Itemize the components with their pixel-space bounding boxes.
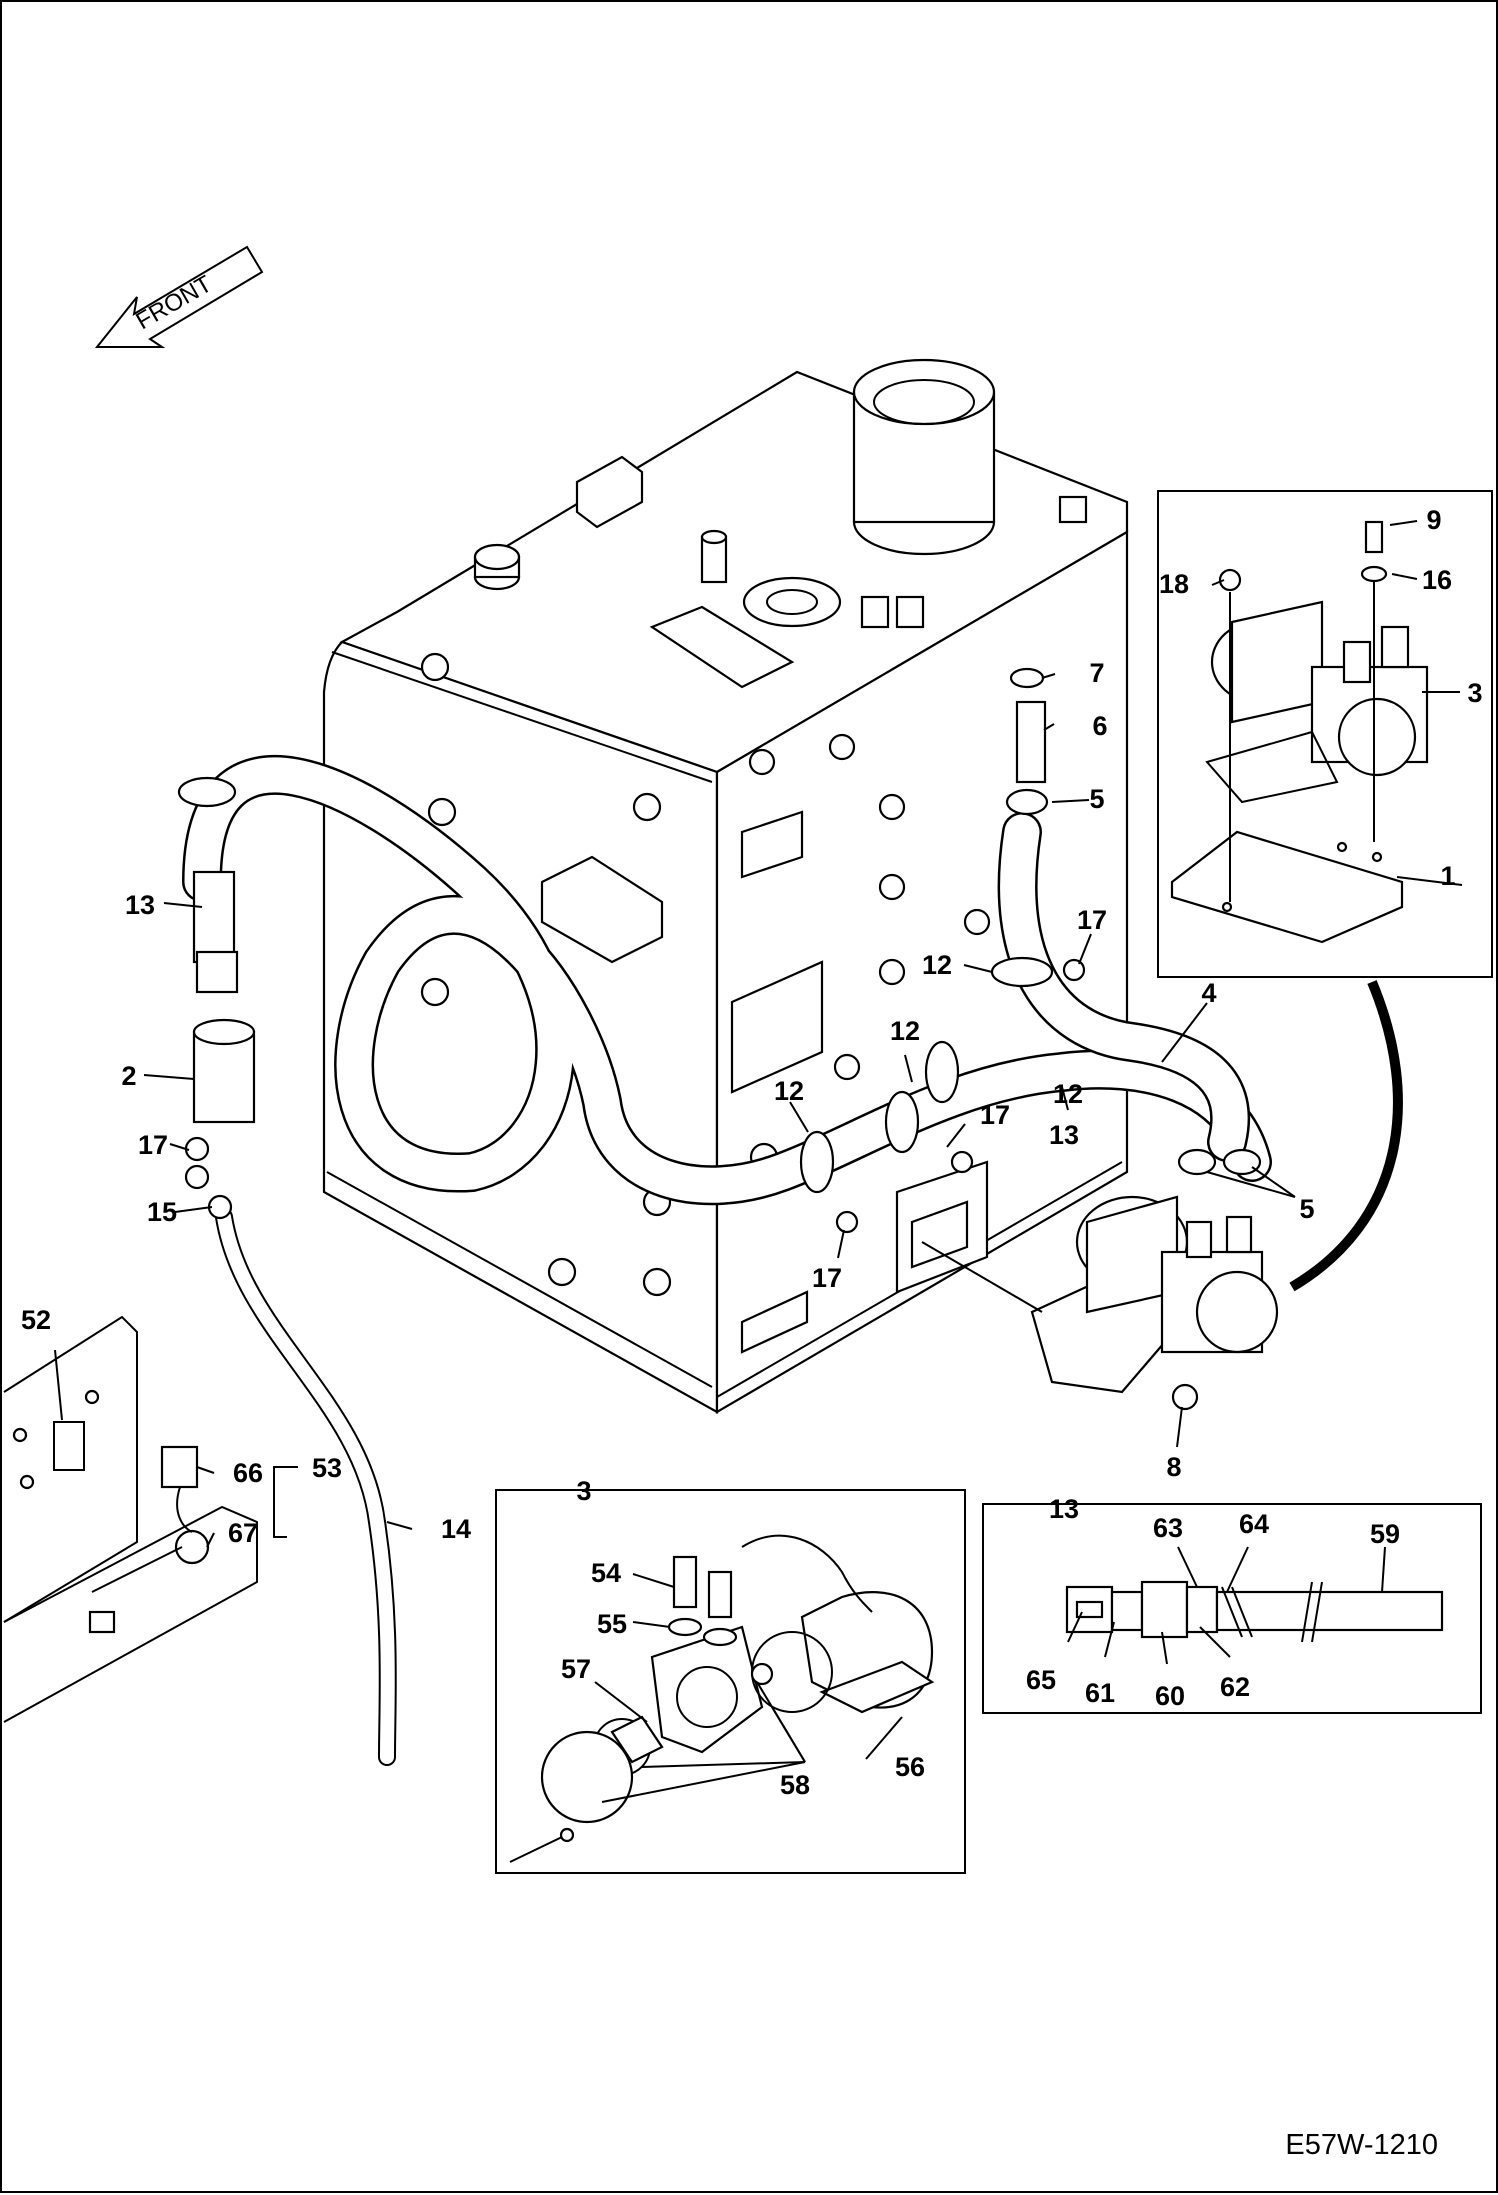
part-label: 14 — [441, 1514, 471, 1544]
part-label: 18 — [1159, 569, 1189, 599]
part-label: 5 — [1299, 1194, 1314, 1224]
detail-leader-arc — [1289, 980, 1403, 1292]
part-label: 60 — [1155, 1681, 1185, 1711]
part-label: 13 — [125, 890, 155, 920]
part-label: 54 — [591, 1558, 621, 1588]
hose-fittings — [177, 667, 1262, 1234]
part-label: 64 — [1239, 1509, 1269, 1539]
frame-switch-detail — [3, 1315, 258, 1723]
lower-pump-assembly — [921, 1195, 1279, 1411]
part-label: 5 — [1089, 784, 1104, 814]
part-label: 67 — [228, 1518, 258, 1548]
part-label: 62 — [1220, 1672, 1250, 1702]
part-label: 66 — [233, 1458, 263, 1488]
tank-bosses — [420, 652, 991, 1297]
pump-kit-detail-box — [495, 1489, 966, 1874]
part-label: 13 — [1049, 1494, 1079, 1524]
part-number-labels: 1 2 3 4 5 5 6 7 8 9 12 12 12 12 13 13 13… — [21, 505, 1483, 1800]
part-label: 12 — [774, 1076, 804, 1106]
drain-hose-14 — [215, 1208, 397, 1766]
part-label: 55 — [597, 1609, 627, 1639]
hose-kit-detail-box — [982, 1503, 1482, 1714]
front-direction-arrow: FRONT — [94, 245, 264, 348]
part-label: 13 — [1049, 1120, 1079, 1150]
leader-lines — [54, 520, 1463, 1803]
part-label: 58 — [780, 1770, 810, 1800]
part-label: 17 — [138, 1130, 168, 1160]
part-label: 6 — [1092, 711, 1107, 741]
part-label: 3 — [1467, 678, 1482, 708]
part-label: 61 — [1085, 1678, 1115, 1708]
pump-inset-box — [1157, 490, 1493, 978]
part-label: 16 — [1422, 565, 1452, 595]
part-label: 53 — [312, 1453, 342, 1483]
drawing-code: E57W-1210 — [1285, 2129, 1438, 2161]
part-label: 12 — [1053, 1079, 1083, 1109]
part-label: 4 — [1201, 978, 1216, 1008]
part-label: 12 — [890, 1016, 920, 1046]
part-label: 2 — [121, 1061, 136, 1091]
hose-return-4 — [997, 812, 1251, 1162]
part-label: 65 — [1026, 1665, 1056, 1695]
part-label: 8 — [1166, 1452, 1181, 1482]
part-label: 17 — [812, 1263, 842, 1293]
pump-kit-box-label: 3 — [576, 1476, 591, 1506]
part-label: 52 — [21, 1305, 51, 1335]
part-label: 56 — [895, 1752, 925, 1782]
part-label: 7 — [1089, 658, 1104, 688]
part-label: 57 — [561, 1654, 591, 1684]
part-label: 15 — [147, 1197, 177, 1227]
part-label: 12 — [922, 950, 952, 980]
part-label: 17 — [1077, 905, 1107, 935]
part-label: 59 — [1370, 1519, 1400, 1549]
hose-main-coil — [182, 754, 1272, 1206]
part-label: 63 — [1153, 1513, 1183, 1543]
part-label: 1 — [1440, 861, 1455, 891]
part-label: 17 — [980, 1100, 1010, 1130]
part-label: 9 — [1426, 505, 1441, 535]
